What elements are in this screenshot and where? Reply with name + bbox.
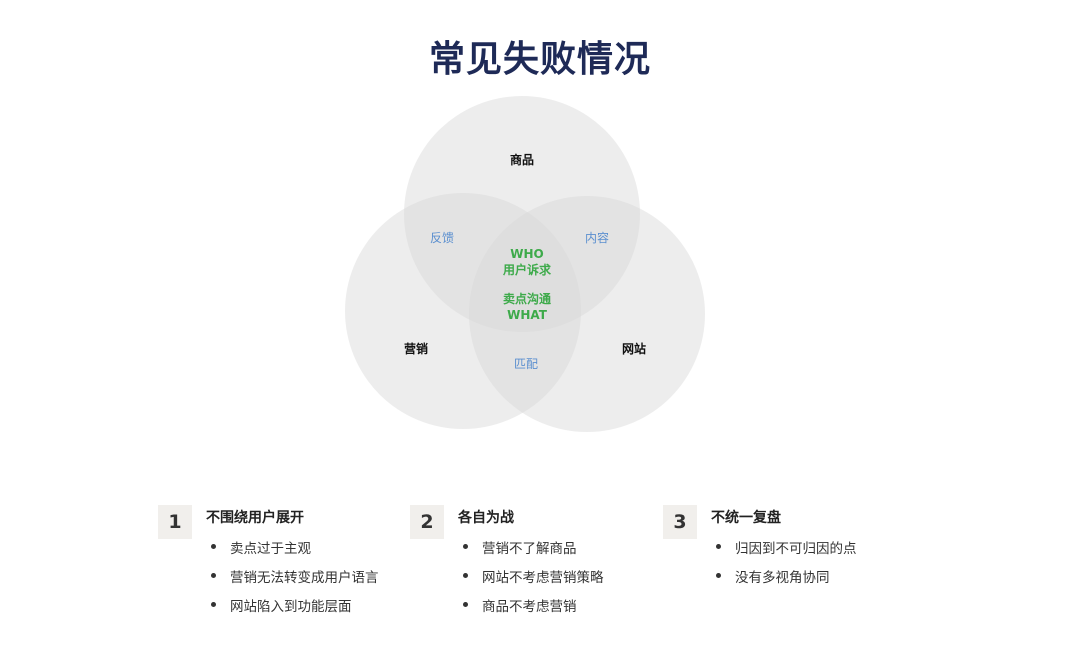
list-item-text: 没有多视角协同	[735, 570, 830, 586]
list-item-text: 营销不了解商品	[482, 541, 577, 557]
list-item-text: 商品不考虑营销	[482, 599, 577, 615]
center-label-what: WHAT	[507, 308, 547, 322]
group-number: 3	[663, 505, 697, 539]
page-title: 常见失败情况	[428, 39, 651, 80]
bullet-icon	[463, 602, 468, 607]
group-number: 1	[158, 505, 192, 539]
circle-website	[469, 196, 705, 432]
intersection-label-match: 匹配	[513, 357, 539, 371]
bullet-icon	[716, 573, 721, 578]
list-item-text: 归因到不可归因的点	[735, 541, 857, 557]
center-label-selling-point: 卖点沟通	[502, 292, 552, 306]
center-label-who: WHO	[510, 247, 544, 261]
list-item: 归因到不可归因的点	[711, 537, 857, 566]
list-item: 营销无法转变成用户语言	[206, 566, 379, 595]
group-title: 不围绕用户展开	[206, 510, 304, 526]
bullet-icon	[211, 602, 216, 607]
bullet-icon	[463, 544, 468, 549]
list-item: 网站陷入到功能层面	[206, 595, 379, 624]
group-title: 各自为战	[458, 510, 514, 526]
list-item: 卖点过于主观	[206, 537, 379, 566]
set-label-product: 商品	[509, 153, 535, 167]
list-item-text: 卖点过于主观	[230, 541, 311, 557]
intersection-label-content: 内容	[584, 231, 610, 245]
set-label-website: 网站	[621, 342, 647, 356]
list-item: 没有多视角协同	[711, 566, 857, 595]
center-label-user-needs: 用户诉求	[502, 263, 552, 277]
list-item-text: 网站不考虑营销策略	[482, 570, 604, 586]
group-number: 2	[410, 505, 444, 539]
circle-marketing	[345, 193, 581, 429]
list-item: 网站不考虑营销策略	[458, 566, 604, 595]
bullet-icon	[211, 544, 216, 549]
bullet-icon	[211, 573, 216, 578]
bullet-icon	[716, 544, 721, 549]
group-title: 不统一复盘	[711, 510, 781, 526]
set-label-marketing: 营销	[403, 342, 429, 356]
list-item-text: 营销无法转变成用户语言	[230, 570, 379, 586]
bullet-icon	[463, 573, 468, 578]
circle-product	[404, 96, 640, 332]
list-item: 营销不了解商品	[458, 537, 604, 566]
list-item-text: 网站陷入到功能层面	[230, 599, 352, 615]
intersection-label-feedback: 反馈	[429, 231, 455, 245]
list-item: 商品不考虑营销	[458, 595, 604, 624]
